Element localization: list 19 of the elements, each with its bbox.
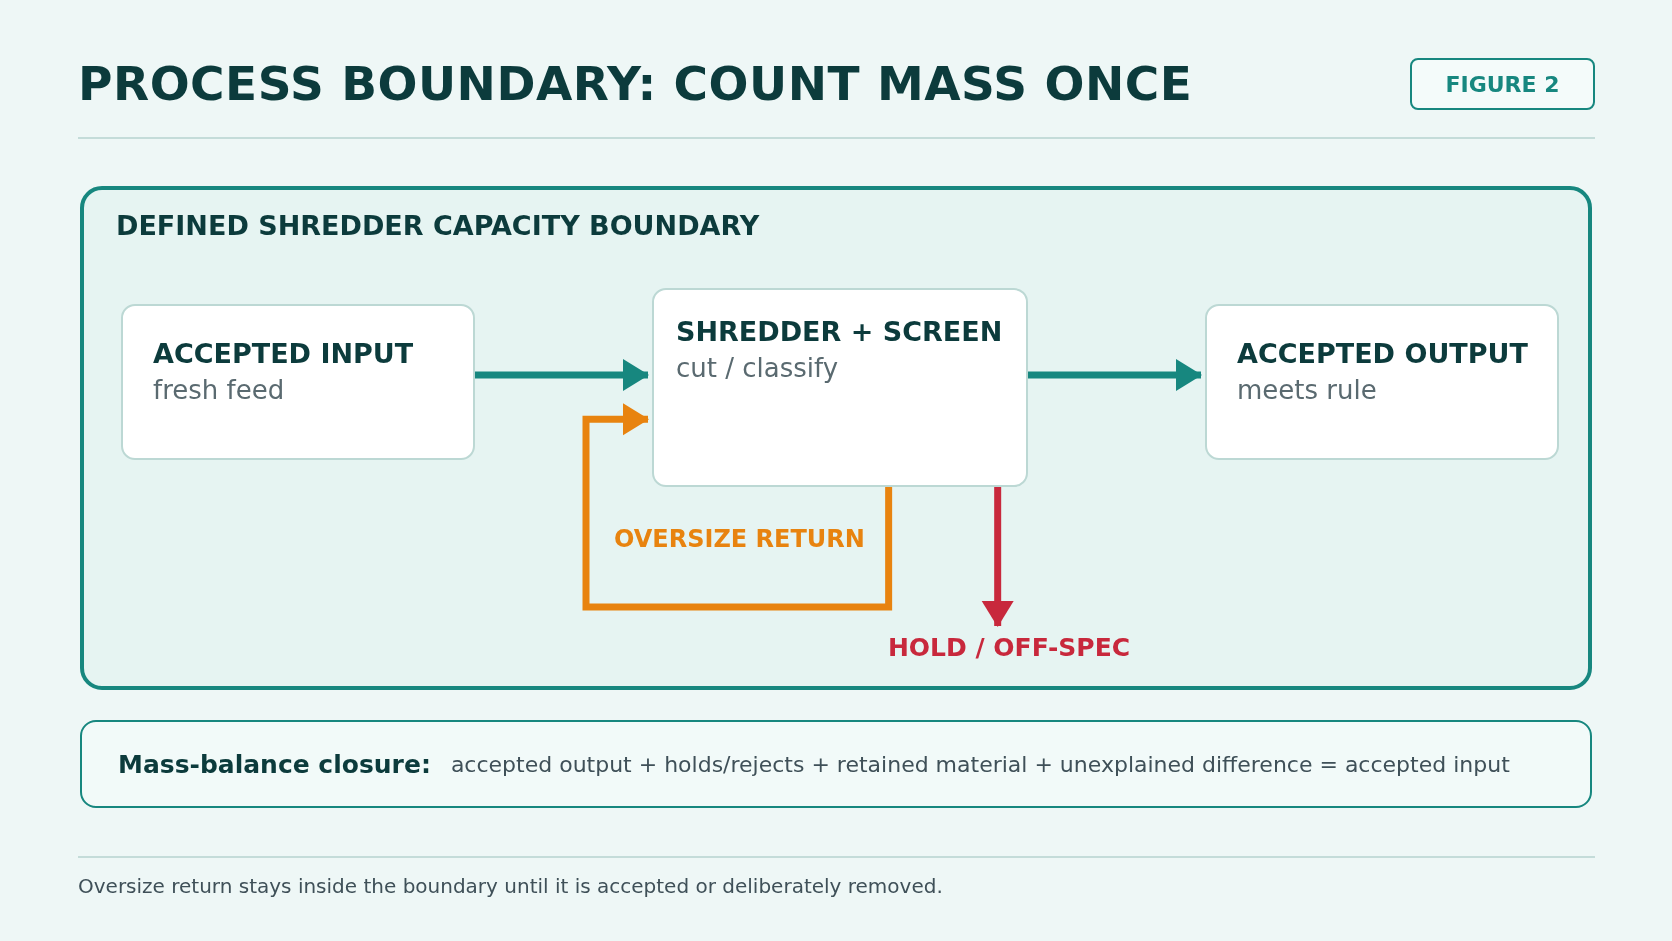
- equation-heading: Mass-balance closure:: [118, 749, 431, 779]
- equation-panel: [80, 720, 1592, 808]
- box-heading: ACCEPTED INPUT: [153, 338, 415, 369]
- process-box: [652, 288, 1028, 487]
- title: PROCESS BOUNDARY: COUNT MASS ONCE: [78, 56, 1193, 111]
- box-heading: SHREDDER + SCREEN: [676, 316, 1004, 347]
- boundary-heading: DEFINED SHREDDER CAPACITY BOUNDARY: [116, 210, 760, 241]
- boundary-frame: [80, 186, 1592, 690]
- process-box: [121, 304, 475, 460]
- box-subtitle: cut / classify: [676, 353, 840, 383]
- output-label: HOLD / OFF-SPEC: [887, 632, 1131, 662]
- box-subtitle: meets rule: [1237, 375, 1378, 405]
- box-heading: ACCEPTED OUTPUT: [1237, 338, 1529, 369]
- box-subtitle: fresh feed: [153, 375, 286, 405]
- equation-text: accepted output + holds/rejects + retained material + unexplained difference = accepted input: [450, 751, 1510, 777]
- flow-arrow: [582, 403, 893, 611]
- process-box: [1205, 304, 1559, 460]
- figure-tag: FIGURE 2: [1410, 58, 1595, 110]
- caption: Oversize return stays inside the boundary until it is accepted or deliberately removed.: [78, 874, 943, 898]
